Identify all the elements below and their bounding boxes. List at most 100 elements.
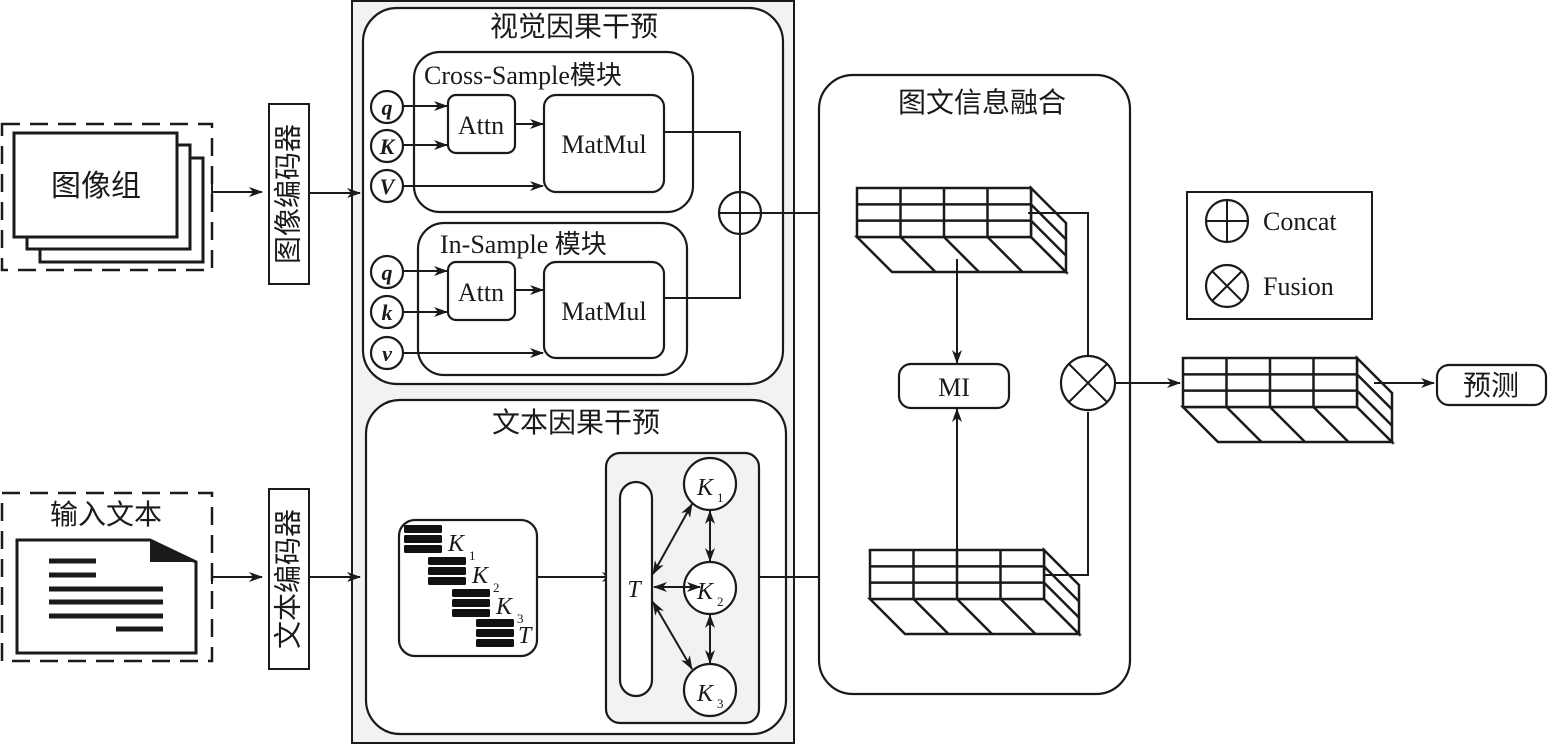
legend: Concat Fusion: [1186, 191, 1373, 320]
svg-text:3: 3: [517, 611, 524, 626]
in-attn-label: Attn: [458, 278, 504, 307]
graph-t-node: [618, 480, 654, 698]
cross-k-label: K: [379, 134, 396, 159]
visual-tensor-to-fusion-line: [1028, 212, 1089, 356]
edge-t-k1: [652, 503, 693, 575]
graph-k3-node: [682, 662, 738, 718]
image-card-front: [12, 131, 179, 239]
svg-text:2: 2: [493, 580, 500, 595]
image-encoder: 图像编码器: [268, 103, 310, 285]
tensor-bottom-divider: [999, 598, 1037, 635]
visual-feature-tensor: [853, 184, 1070, 276]
tensor-side-divider: [1043, 581, 1080, 619]
svg-text:K: K: [696, 681, 715, 707]
token-bars: [404, 525, 514, 647]
legend-concat-icon: [1204, 198, 1250, 244]
tensor-bottom-divider: [899, 236, 937, 273]
token-label-k1: K 1: [447, 531, 476, 563]
text-intervention-title: 文本因果干预: [492, 407, 660, 439]
svg-text:3: 3: [717, 696, 724, 711]
legend-concat-label: Concat: [1263, 207, 1337, 236]
prediction-label: 预测: [1463, 371, 1519, 402]
fusion-title: 图文信息融合: [898, 87, 1066, 119]
token-bar: [452, 599, 490, 607]
svg-text:2: 2: [717, 594, 724, 609]
tensor-bottom-divider: [1225, 406, 1263, 443]
cross-to-concat-line: [664, 131, 741, 192]
fused-feature-tensor: [1179, 354, 1396, 446]
tensor-side-divider: [1030, 219, 1067, 257]
graph-k3-label: K 3: [696, 681, 724, 711]
token-bar: [428, 567, 466, 575]
mi-label: MI: [938, 373, 970, 402]
text-encoder-label: 文本编码器: [273, 509, 305, 649]
tensor-side-divider: [1356, 389, 1393, 427]
input-text-block: 输入文本: [0, 491, 214, 663]
input-text-label: 输入文本: [50, 499, 162, 531]
token-bar: [428, 557, 466, 565]
text-encoder-box: [268, 488, 310, 670]
svg-text:K: K: [495, 594, 514, 620]
text-encoder: 文本编码器: [268, 488, 310, 670]
svg-text:T: T: [518, 623, 533, 649]
tensor-bottom-divider: [912, 598, 950, 635]
tensor-bottom-divider: [1269, 406, 1306, 443]
legend-fusion-icon: [1204, 263, 1250, 309]
in-matmul-box: [542, 260, 666, 360]
token-bar: [428, 577, 466, 585]
token-label-k3: K 3: [495, 594, 524, 626]
cross-sample-title: Cross-Sample模块: [424, 61, 622, 90]
text-feature-tensor: [866, 546, 1083, 638]
in-matmul-label: MatMul: [561, 297, 646, 326]
token-bar: [476, 619, 514, 627]
image-group-label: 图像组: [51, 170, 141, 203]
svg-text:K: K: [696, 475, 715, 501]
tensor-side-divider: [1030, 203, 1067, 241]
token-bar: [404, 545, 442, 553]
in-sample-title: In-Sample 模块: [440, 230, 607, 259]
in-q-label: q: [382, 260, 393, 285]
tensor-side-divider: [1043, 565, 1080, 603]
token-label-k2: K 2: [471, 563, 500, 595]
image-encoder-label: 图像编码器: [273, 124, 305, 264]
token-bar: [404, 535, 442, 543]
mi-box: [897, 362, 1011, 410]
concat-icon: [717, 190, 763, 236]
tensor-bottom-divider: [943, 236, 980, 273]
edge-t-k3: [652, 601, 693, 670]
svg-text:1: 1: [717, 490, 724, 505]
image-group-input: 图像组: [0, 122, 214, 272]
prediction-box: [1435, 363, 1548, 407]
svg-text:K: K: [447, 531, 466, 557]
tensor-bottom-divider: [1312, 406, 1350, 443]
token-label-t: T: [518, 623, 533, 649]
in-k-label: k: [382, 300, 393, 325]
legend-fusion-label: Fusion: [1263, 272, 1334, 301]
in-v-label: v: [382, 341, 392, 366]
cross-matmul-box: [542, 93, 666, 194]
token-bar: [476, 639, 514, 647]
graph-t-label: T: [627, 577, 642, 603]
token-bar: [452, 589, 490, 597]
cross-q-label: q: [382, 95, 393, 120]
graph-k1-label: K 1: [696, 475, 724, 505]
text-tensor-to-fusion-line: [1044, 412, 1089, 576]
cross-matmul-label: MatMul: [561, 130, 646, 159]
cross-attn-label: Attn: [458, 111, 504, 140]
svg-text:1: 1: [469, 548, 476, 563]
image-encoder-box: [268, 103, 310, 285]
in-to-concat-line: [664, 234, 741, 299]
tensor-side-divider: [1356, 373, 1393, 411]
token-bar: [404, 525, 442, 533]
visual-intervention-title: 视觉因果干预: [490, 11, 658, 43]
svg-text:K: K: [471, 563, 490, 589]
token-bar: [476, 629, 514, 637]
svg-text:K: K: [696, 579, 715, 605]
document-icon: [15, 538, 198, 655]
tensor-bottom-divider: [956, 598, 993, 635]
token-bar: [452, 609, 490, 617]
fusion-icon: [1059, 354, 1117, 412]
tensor-bottom-divider: [986, 236, 1024, 273]
cross-v-label: V: [380, 174, 397, 199]
